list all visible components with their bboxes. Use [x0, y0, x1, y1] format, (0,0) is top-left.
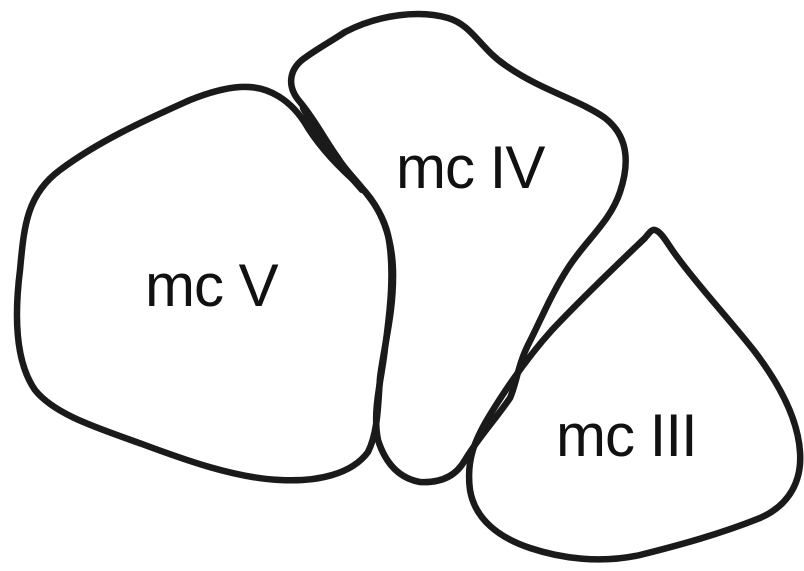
- label-mc4: mc IV: [396, 134, 545, 201]
- label-mc3: mc III: [556, 402, 698, 469]
- label-mc5: mc V: [145, 252, 279, 319]
- bone-contact-line: [299, 104, 366, 194]
- bone-outline-mc3: [465, 226, 804, 563]
